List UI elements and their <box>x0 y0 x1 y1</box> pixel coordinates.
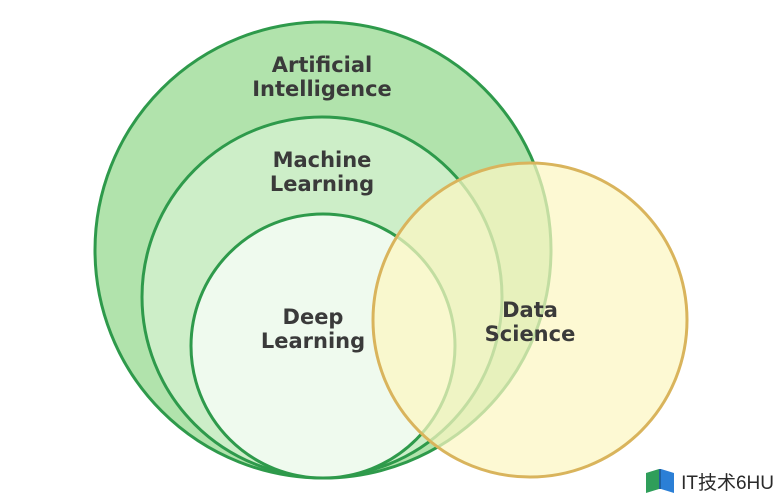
dl-label-line2: Learning <box>261 329 365 353</box>
ds-circle <box>371 161 689 479</box>
ml-label-line1: Machine <box>273 148 372 172</box>
watermark-text: IT技术6HU <box>681 472 774 494</box>
book-logo-icon <box>646 469 675 493</box>
ds-label-line1: Data <box>502 298 558 322</box>
dl-label-line1: Deep <box>283 305 344 329</box>
ai-label-line2: Intelligence <box>252 77 392 101</box>
ml-label-line2: Learning <box>270 172 374 196</box>
watermark: IT技术6HU <box>645 468 774 494</box>
ai-label-line1: Artificial <box>272 53 372 77</box>
ds-label-line2: Science <box>485 322 576 346</box>
